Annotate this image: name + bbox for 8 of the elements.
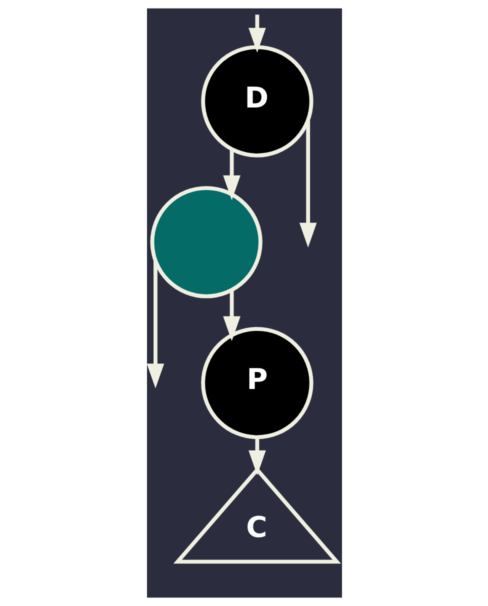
node-circle — [150, 186, 262, 298]
arrow — [222, 290, 240, 342]
arrow — [222, 149, 240, 200]
arrow — [298, 120, 316, 248]
node-circle: P — [200, 326, 313, 440]
node-circle: D — [200, 45, 313, 158]
arrow — [248, 437, 266, 476]
arrow — [248, 14, 266, 53]
